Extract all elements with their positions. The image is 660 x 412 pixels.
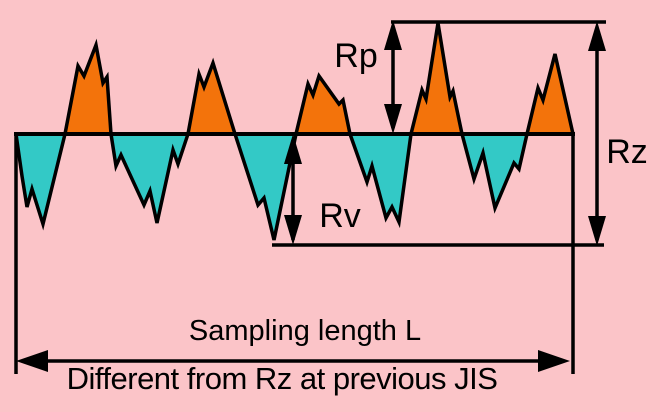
sampling-arrowhead-left-icon — [16, 350, 48, 372]
rv-arrowhead-down-icon — [284, 215, 302, 245]
rv-dimension-arrow — [284, 134, 302, 245]
sampling-length-label: Sampling length L — [189, 315, 421, 347]
rp-label: Rp — [334, 37, 377, 75]
rz-dimension-arrow — [588, 21, 606, 246]
rz-label: Rz — [606, 133, 648, 171]
rz-arrowhead-down-icon — [588, 216, 606, 246]
rv-arrowhead-up-icon — [284, 134, 302, 164]
rp-dimension-arrow — [384, 20, 402, 134]
profile-waveform — [14, 22, 575, 241]
caption-text: Different from Rz at previous JIS — [67, 361, 498, 396]
rp-arrowhead-up-icon — [384, 20, 402, 50]
rp-arrowhead-down-icon — [384, 104, 402, 134]
rv-label: Rv — [319, 197, 361, 235]
sampling-length-arrow — [16, 350, 570, 372]
rz-arrowhead-up-icon — [588, 21, 606, 51]
sampling-arrowhead-right-icon — [538, 350, 570, 372]
